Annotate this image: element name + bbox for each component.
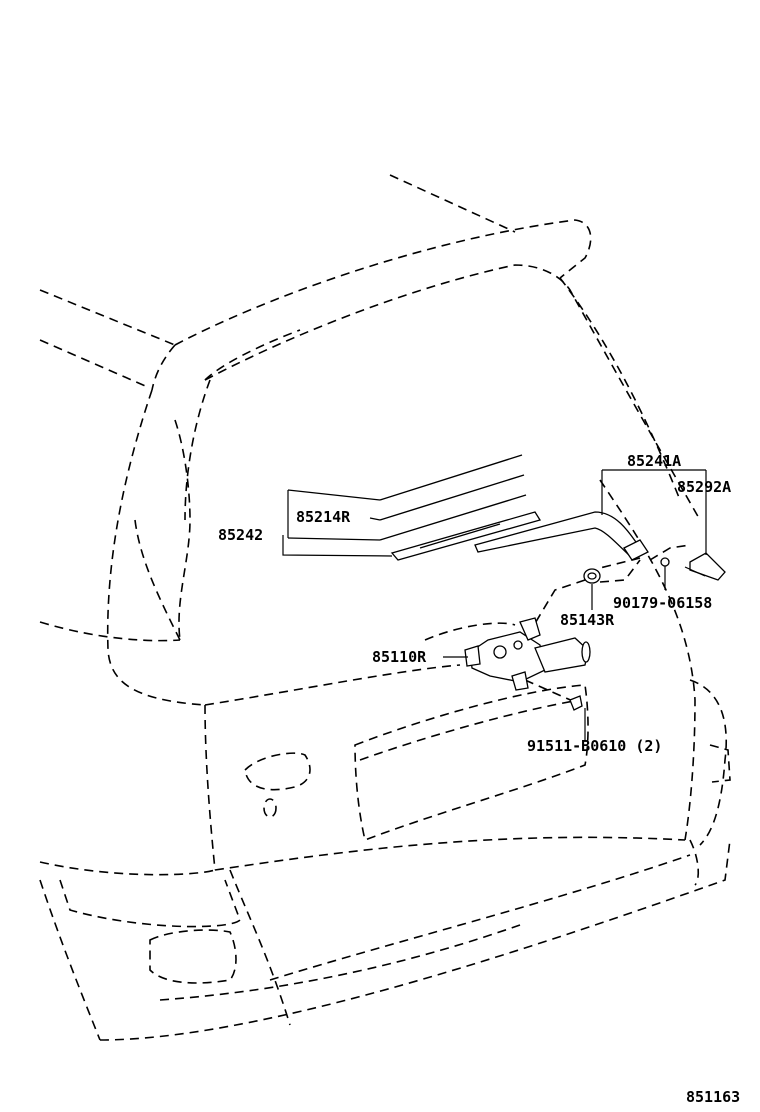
label-pivot: 85143R bbox=[560, 611, 615, 629]
bolt-part bbox=[569, 695, 583, 711]
callout-labels: 85241A 85292A 90179-06158 85143R 85242 8… bbox=[218, 452, 740, 1106]
figure-number: 851163 bbox=[686, 1088, 740, 1106]
label-blade-rubber: 85214R bbox=[296, 508, 351, 526]
pivot-part bbox=[583, 568, 601, 610]
label-cap: 85292A bbox=[677, 478, 731, 496]
leader-lines bbox=[282, 469, 707, 742]
label-arm: 85241A bbox=[627, 452, 681, 470]
wiper-motor-part bbox=[464, 617, 591, 691]
label-nut: 90179-06158 bbox=[613, 594, 712, 612]
label-bolt: 91511-B0610 (2) bbox=[527, 737, 662, 755]
label-blade-assy: 85242 bbox=[218, 526, 263, 544]
label-motor: 85110R bbox=[372, 648, 427, 666]
assembly-guide-lines bbox=[424, 544, 691, 703]
cap-part bbox=[684, 552, 726, 581]
vehicle-outline bbox=[39, 174, 731, 1041]
wiper-blade-assembly bbox=[379, 454, 542, 561]
nut-part bbox=[660, 557, 670, 590]
wiper-arm bbox=[474, 511, 649, 561]
